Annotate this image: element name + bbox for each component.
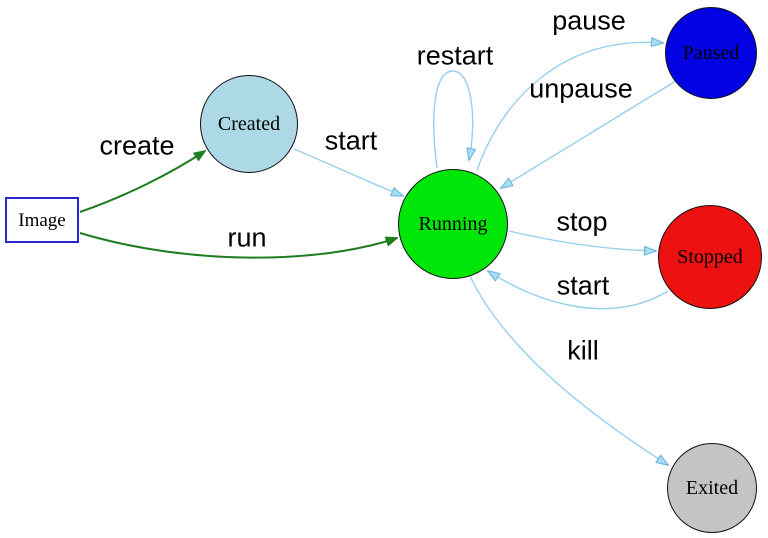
node-image: Image (5, 197, 79, 243)
edge-label-kill: kill (567, 335, 599, 366)
node-created: Created (200, 75, 298, 173)
node-running: Running (398, 169, 508, 279)
node-exited: Exited (667, 443, 757, 533)
edge-label-pause: pause (552, 5, 626, 36)
node-label-stopped: Stopped (677, 246, 743, 268)
node-stopped: Stopped (658, 205, 762, 309)
edge-pause (476, 37, 665, 171)
edge-start-stopped-running (486, 270, 669, 310)
edge-stop (508, 230, 658, 256)
edge-start-created-running (293, 148, 405, 197)
edge-label-create: create (99, 130, 175, 161)
node-label-created: Created (217, 113, 281, 135)
edge-label-restart: restart (416, 40, 494, 71)
edge-run (79, 232, 399, 259)
node-label-running: Running (418, 213, 488, 235)
edge-label-start-stopped-running: start (556, 270, 610, 301)
edge-label-unpause: unpause (529, 73, 633, 104)
node-label-image: Image (18, 209, 66, 231)
edge-label-start-created-running: start (324, 125, 378, 156)
edge-label-stop: stop (556, 206, 608, 237)
node-label-exited: Exited (685, 477, 739, 499)
edge-unpause (499, 80, 677, 189)
edge-label-run: run (227, 222, 267, 253)
edge-kill (469, 275, 670, 466)
edge-restart (433, 70, 477, 169)
node-label-paused: Paused (682, 42, 740, 64)
node-paused: Paused (665, 7, 757, 99)
edge-create (79, 150, 207, 213)
